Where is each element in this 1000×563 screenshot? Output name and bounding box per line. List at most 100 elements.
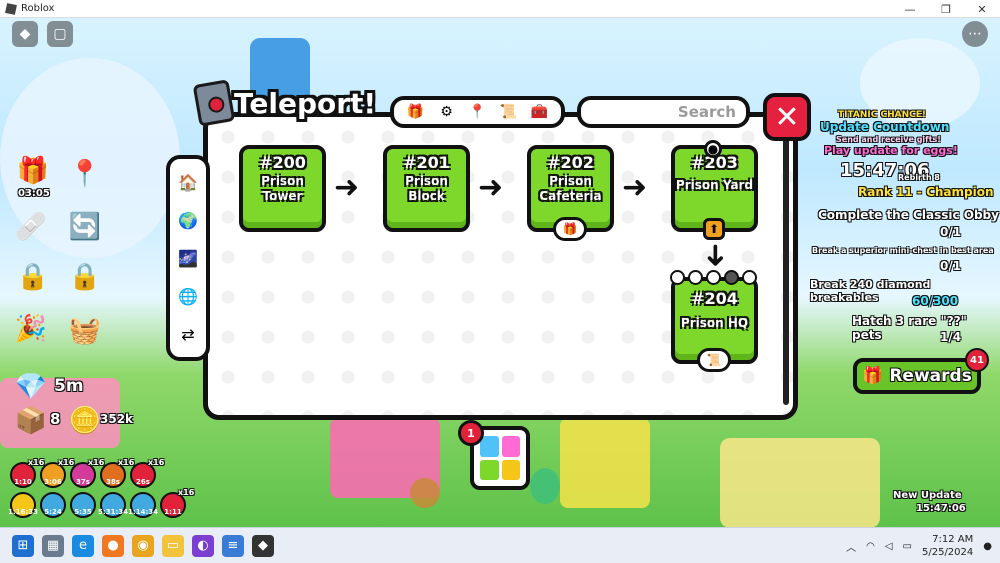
- roblox-taskbar-icon[interactable]: ◆: [252, 534, 274, 557]
- quest-progress: 0/1: [940, 259, 962, 273]
- event-title: TITANIC CHANCE!: [838, 110, 927, 120]
- yellow-block-decoration: [560, 418, 650, 508]
- settings-tab-icon[interactable]: ⚙: [440, 104, 453, 120]
- potion-icon[interactable]: 5:24: [40, 492, 66, 518]
- teleport-title: Teleport!: [192, 79, 376, 127]
- zone-card-200[interactable]: #200 Prison Tower: [239, 145, 326, 232]
- boost-icon[interactable]: 3:06: [40, 462, 66, 488]
- arrow-down-icon: ➜: [698, 242, 734, 269]
- scrollbar[interactable]: [783, 125, 789, 405]
- potion-icon[interactable]: 5:35: [70, 492, 96, 518]
- teleporter-tab-icon[interactable]: 📍: [468, 104, 487, 120]
- boost-multiplier: x16: [28, 458, 45, 467]
- zone-card-202[interactable]: #202 Prison Cafeteria: [527, 145, 614, 232]
- boost-icon[interactable]: 26s: [130, 462, 156, 488]
- system-tray: ︿ ◠ ◁ ▭ 7:12 AM 5/25/2024 ●: [846, 528, 992, 563]
- event-subtitle-1: Send and receive gifts!: [836, 135, 941, 144]
- battery-icon[interactable]: ▭: [902, 540, 912, 552]
- taskbar-clock[interactable]: 7:12 AM 5/25/2024: [922, 533, 973, 559]
- clock-date: 5/25/2024: [921, 547, 974, 558]
- event-subtitle-2: Play update for eggs!: [824, 144, 958, 157]
- close-button[interactable]: ✕: [763, 93, 811, 141]
- boost-icon[interactable]: 37s: [70, 462, 96, 488]
- trade-icon[interactable]: 🔄: [68, 212, 102, 242]
- sand-block-decoration: [720, 438, 880, 527]
- swap-icon[interactable]: ⇄: [181, 324, 195, 344]
- search-input[interactable]: Search: [577, 96, 750, 128]
- pet-slot: [501, 436, 520, 457]
- chrome-icon[interactable]: ◉: [132, 534, 154, 557]
- boost-icon[interactable]: 1:10: [10, 462, 36, 488]
- boost-multiplier: x16: [118, 458, 135, 467]
- arrow-right-icon: ➜: [478, 170, 504, 205]
- close-window-button[interactable]: ✕: [977, 2, 987, 16]
- minimize-button[interactable]: —: [904, 2, 916, 16]
- player-avatar-icon: [687, 270, 703, 285]
- file-explorer-icon[interactable]: ▭: [162, 534, 184, 557]
- world-2-icon[interactable]: 🌌: [178, 248, 198, 268]
- potion-icon[interactable]: 5:31:34: [98, 492, 128, 518]
- calculator-icon[interactable]: ▦: [42, 534, 64, 557]
- rank-label: Rank 11 - Champion: [858, 185, 994, 199]
- boost-icon[interactable]: 38s: [100, 462, 126, 488]
- world-1-icon[interactable]: 🌍: [178, 210, 198, 230]
- ice-decoration: [860, 38, 980, 128]
- teleporter-icon: [192, 79, 236, 127]
- home-icon[interactable]: 🏠: [178, 172, 198, 192]
- zone-card-201[interactable]: #201 Prison Block: [383, 145, 470, 232]
- world-3-icon[interactable]: 🌐: [178, 286, 198, 306]
- quest-title: Break 240 diamond breakables: [810, 278, 931, 304]
- wifi-icon[interactable]: ◠: [866, 540, 875, 552]
- locked-pet-icon[interactable]: 🔒: [68, 262, 102, 292]
- maximize-button[interactable]: ❐: [941, 2, 951, 16]
- countdown-label: Update Countdown: [820, 120, 950, 134]
- chat-icon[interactable]: ▢: [47, 21, 73, 47]
- quest-progress: 0/1: [940, 225, 962, 239]
- potion-icon[interactable]: 1:14:34: [128, 492, 158, 518]
- player-avatar-icon: [723, 270, 739, 285]
- window-title: Roblox: [21, 3, 55, 14]
- countdown-timer: 15:47:06: [840, 160, 930, 181]
- gift-icon[interactable]: 🎁: [16, 156, 50, 186]
- bandage-icon[interactable]: 🩹: [14, 212, 48, 242]
- notepad-icon[interactable]: ≡: [222, 534, 244, 557]
- taskbar-apps: ⊞ ▦ e ● ◉ ▭ ◐ ≡ ◆: [12, 534, 274, 557]
- potion-icon[interactable]: 1:11: [160, 492, 186, 518]
- teleport-tabs: 🎁 ⚙ 📍 📜 🧰: [390, 96, 565, 128]
- teleport-icon[interactable]: 📍: [68, 159, 102, 189]
- edge-icon[interactable]: e: [72, 534, 94, 557]
- party-popper-icon[interactable]: 🎉: [14, 314, 48, 344]
- coin-count: 352k: [100, 412, 134, 426]
- inventory-icon[interactable]: 📦: [14, 406, 48, 436]
- app-icon[interactable]: ◐: [192, 534, 214, 557]
- start-icon[interactable]: ⊞: [12, 534, 34, 557]
- rewards-label: Rewards: [889, 366, 972, 386]
- gift-tab-icon[interactable]: 🎁: [406, 104, 425, 120]
- shop-basket-icon[interactable]: 🧺: [68, 316, 102, 346]
- arrow-right-icon: ➜: [622, 170, 648, 205]
- pets-badge: 1: [458, 420, 484, 446]
- roblox-app-icon: [5, 2, 17, 15]
- rebirth-label: Rebirth 8: [898, 173, 940, 182]
- boost-multiplier: x16: [88, 458, 105, 467]
- chest-tab-icon[interactable]: 🧰: [530, 104, 549, 120]
- volume-icon[interactable]: ◁: [884, 540, 893, 552]
- coin-drop-decoration: [410, 478, 440, 508]
- rewards-button[interactable]: 🎁 Rewards: [853, 358, 981, 394]
- up-arrow-badge-icon: ⬆: [703, 218, 725, 240]
- chevron-up-icon[interactable]: ︿: [846, 542, 857, 554]
- firefox-icon[interactable]: ●: [102, 534, 124, 557]
- card-tab-icon[interactable]: 📜: [499, 104, 518, 120]
- roblox-menu-icon[interactable]: ◆: [12, 21, 38, 47]
- player-avatar-icon: [705, 270, 721, 285]
- boost-multiplier: x16: [58, 458, 75, 467]
- star-potion-icon[interactable]: 1:16:33: [8, 492, 38, 518]
- gift-badge-icon: 🎁: [553, 217, 587, 241]
- ice-crystal-decoration: [0, 58, 180, 258]
- pink-ground-decoration: [0, 378, 120, 448]
- locked-slot-icon[interactable]: 🔒: [16, 262, 50, 292]
- zone-player-avatars: [668, 270, 758, 286]
- quest-progress: 60/300: [912, 294, 959, 308]
- notifications-icon[interactable]: ●: [983, 540, 992, 552]
- more-options-icon[interactable]: ⋯: [962, 21, 988, 47]
